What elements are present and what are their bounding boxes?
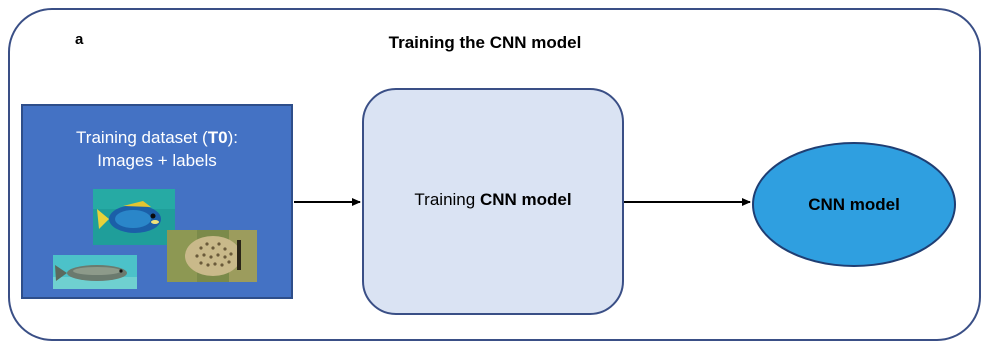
dataset-label-bold: T0: [207, 128, 228, 147]
dataset-label-prefix: Training dataset (: [76, 128, 208, 147]
cnn-model-node: CNN model: [752, 142, 956, 267]
dataset-label-suffix: ):: [227, 128, 238, 147]
training-dataset-label: Training dataset (T0): Images + labels: [23, 126, 291, 172]
dataset-label-line2: Images + labels: [97, 151, 217, 170]
diagram-title: Training the CNN model: [388, 33, 582, 52]
training-dataset-node: Training dataset (T0): Images + labels: [21, 104, 293, 299]
training-label-bold: CNN model: [479, 190, 572, 209]
cnn-model-label: CNN model: [808, 195, 900, 214]
fish-photo-flatfish-icon: [53, 255, 137, 289]
training-label-prefix: Training: [414, 190, 480, 209]
training-cnn-label: Training CNN model: [364, 190, 622, 210]
panel-letter: a: [75, 31, 84, 48]
training-cnn-node: Training CNN model: [362, 88, 624, 315]
fish-photo-butterflyfish-icon: [167, 230, 257, 282]
fish-photo-surgeonfish-icon: [93, 189, 175, 245]
